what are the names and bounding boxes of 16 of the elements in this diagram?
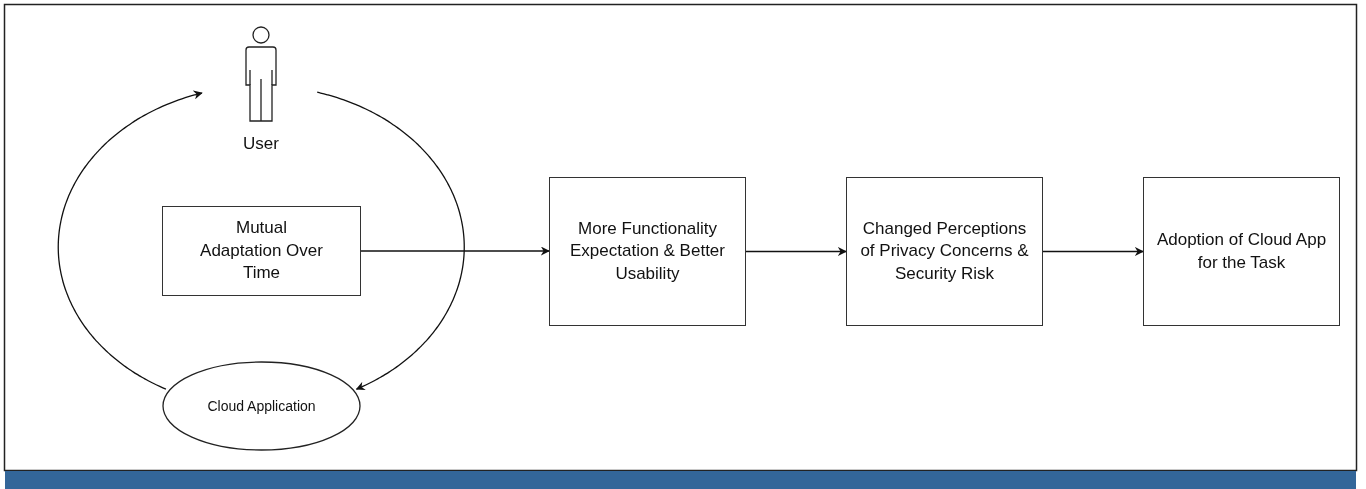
arrow [57,90,203,390]
node-label: Cloud Application [207,398,316,414]
process-box [549,177,746,326]
process-box [162,206,361,296]
process-box [846,177,1043,326]
arrow [360,246,550,256]
process-box [1143,177,1340,326]
arrow [1042,247,1144,256]
box-text: Changed Perceptions of Privacy Concerns & Security Risk [859,217,1030,285]
ellipse-node [162,361,361,451]
node-label: User [243,134,279,154]
box-text: More Functionality Expectation & Better Usability [569,217,726,285]
arrow [316,91,465,391]
box-text: Adoption of Cloud App for the Task [1155,229,1328,274]
arrow [745,247,847,256]
box-text: Mutual Adaptation Over Time [199,217,324,285]
